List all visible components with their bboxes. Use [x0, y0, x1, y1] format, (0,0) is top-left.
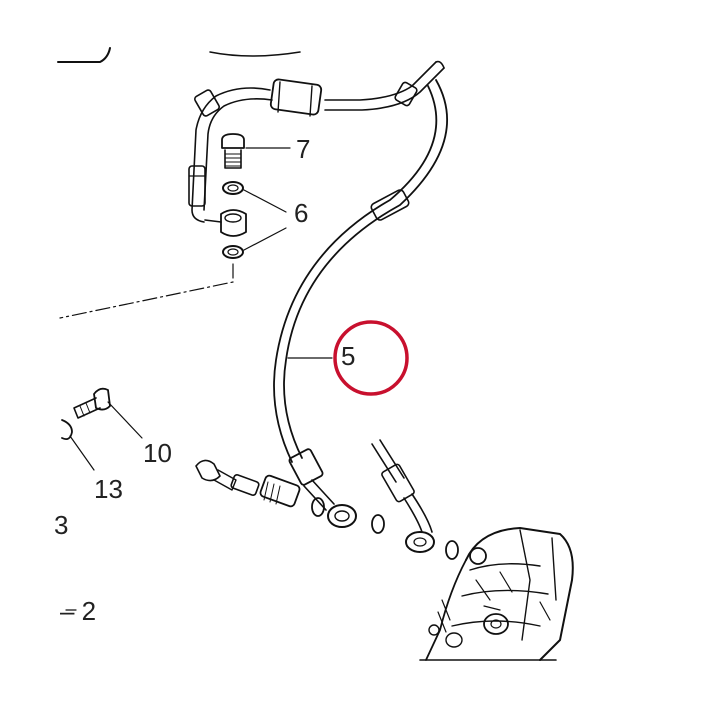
bolt-10 — [73, 387, 143, 439]
upper-line-collar — [194, 81, 418, 117]
callout-13: 13 — [94, 474, 123, 504]
callout-7: 7 — [296, 134, 310, 164]
banjo-bolt-7 — [221, 133, 291, 169]
callout-10: 10 — [143, 438, 172, 468]
partial-part-top-left — [57, 47, 301, 63]
alignment-centerline — [59, 263, 234, 319]
hose-end-fittings — [195, 459, 325, 517]
callout-6: 6 — [294, 198, 308, 228]
sealing-washers-6 — [204, 181, 287, 259]
brake-hose-5 — [273, 79, 448, 528]
callout-3-partial: 3 — [54, 510, 68, 540]
upper-line-ferrule — [269, 78, 323, 117]
left-line-sleeve — [188, 165, 206, 207]
highlight-circle — [333, 320, 409, 396]
caliper-feed-hose — [371, 439, 487, 565]
callout-5: 5 — [341, 341, 355, 371]
brake-caliper — [419, 527, 574, 661]
washer-13 — [61, 419, 95, 471]
callout-2: – 2 — [60, 596, 96, 626]
